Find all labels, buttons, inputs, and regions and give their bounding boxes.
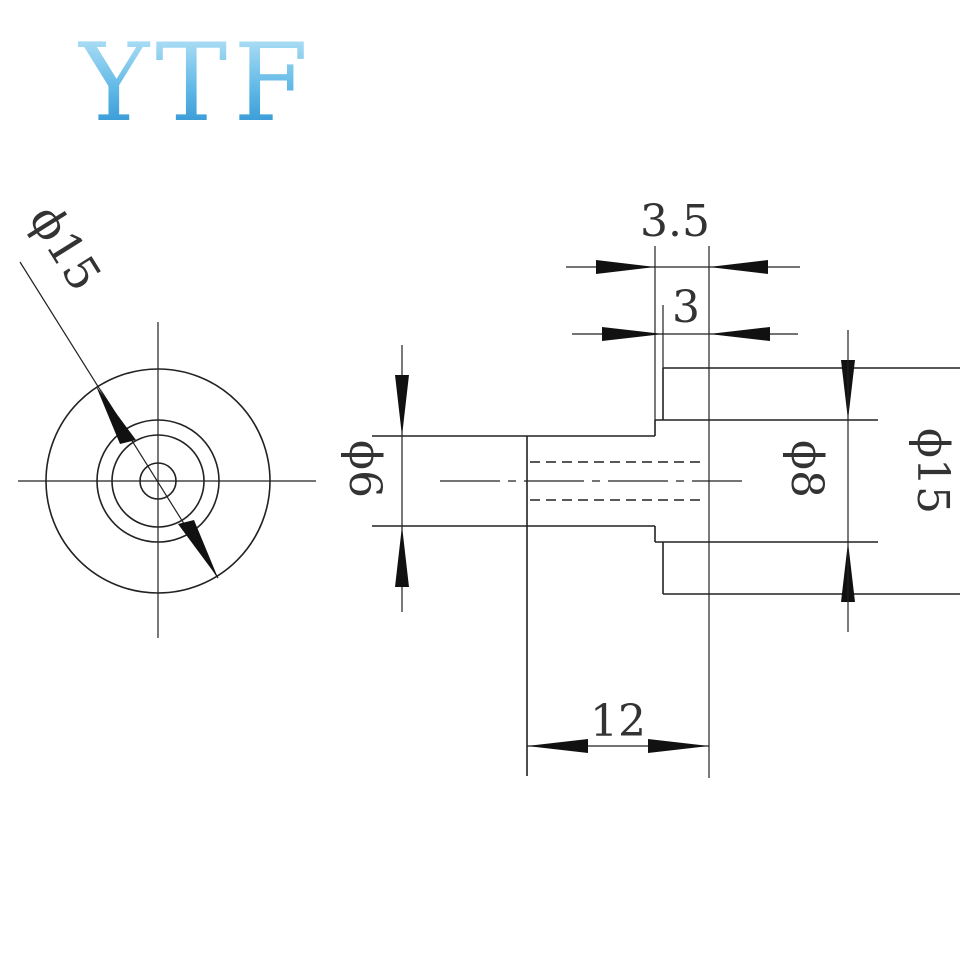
- dim3-label: 3: [672, 282, 700, 333]
- dim35-arrow-right: [709, 260, 768, 274]
- side-view: [372, 246, 960, 778]
- dim12-arrow-right: [648, 739, 709, 753]
- phi15-label: ϕ15: [907, 428, 958, 514]
- dim-3-5: 3.5: [566, 196, 800, 274]
- phi8-label: ϕ8: [781, 440, 832, 498]
- front-diameter-label: ϕ15: [19, 195, 112, 300]
- phi6-arrow-top: [395, 375, 409, 436]
- dim-3: 3: [572, 282, 798, 341]
- dim12-label: 12: [590, 696, 646, 747]
- dim-phi6: ϕ6: [339, 345, 409, 612]
- front-view: ϕ15: [18, 195, 316, 638]
- phi6-arrow-bottom: [395, 526, 409, 587]
- leader-arrow-bottom: [178, 520, 218, 578]
- dim-phi8: ϕ8: [781, 330, 855, 632]
- dim-12: 12: [527, 696, 709, 753]
- dim35-label: 3.5: [640, 196, 710, 247]
- dim12-arrow-left: [527, 739, 588, 753]
- leader-arrow-top-fill: [96, 386, 136, 444]
- dim3-arrow-left: [602, 327, 663, 341]
- dim3-arrow-right: [709, 327, 770, 341]
- ytf-logo: YTF: [78, 21, 315, 146]
- dim35-arrow-left: [596, 260, 655, 274]
- phi6-label: ϕ6: [339, 440, 390, 498]
